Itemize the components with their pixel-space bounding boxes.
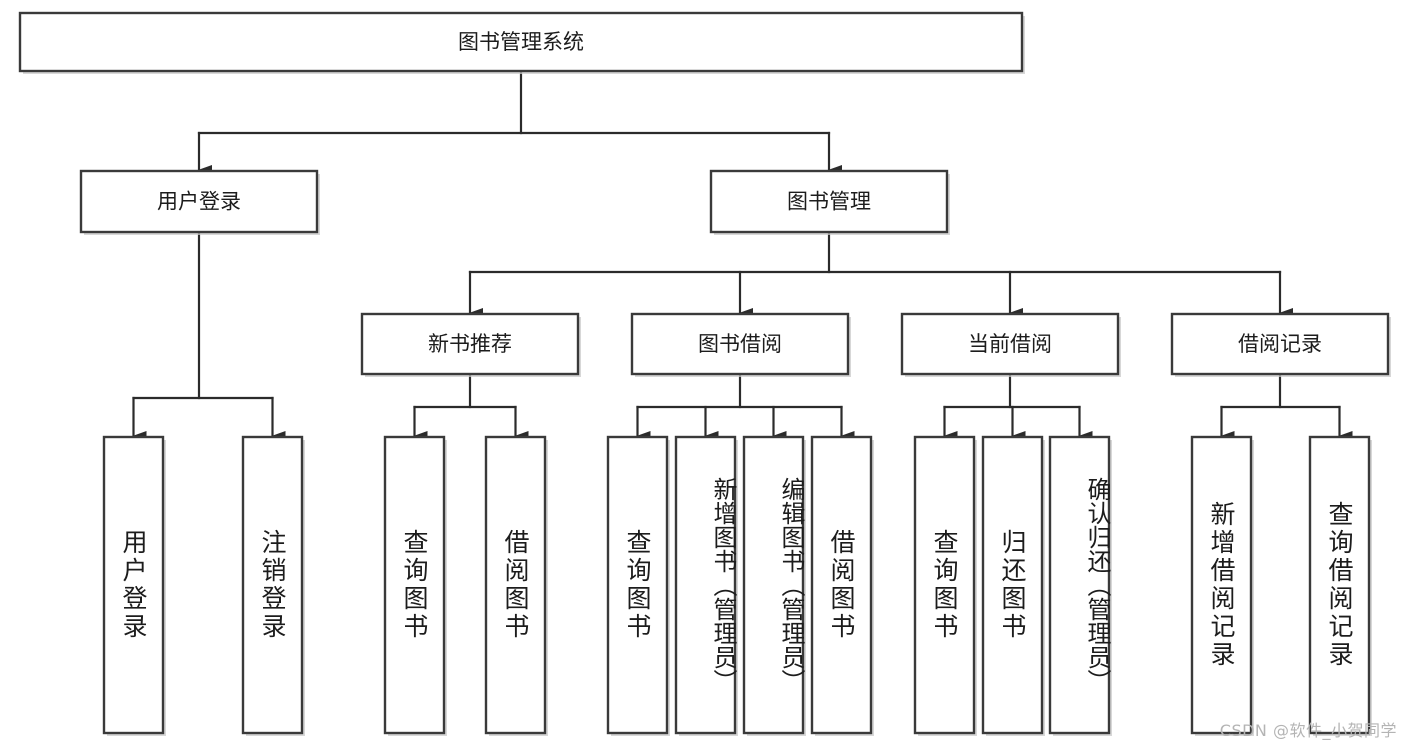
node-leaf-confirm-return[interactable] (1048, 435, 1111, 735)
node-root-label: 图书管理系统 (458, 30, 584, 54)
edges-layer (132, 69, 1353, 441)
node-leaf-return-book[interactable] (981, 435, 1044, 735)
node-new-book-recommend-label: 新书推荐 (428, 332, 512, 356)
node-leaf-add-book[interactable] (674, 435, 737, 735)
nodes-layer (18, 11, 1390, 735)
node-leaf-user-login[interactable] (102, 435, 165, 735)
node-borrow-record[interactable] (1170, 312, 1390, 376)
node-leaf-borrow-book-rec[interactable] (484, 435, 547, 735)
node-book-borrow-label: 图书借阅 (698, 332, 782, 356)
node-borrow-record-label: 借阅记录 (1238, 332, 1322, 356)
node-user-login-label: 用户登录 (157, 190, 241, 214)
node-root[interactable] (18, 11, 1024, 73)
node-book-borrow[interactable] (630, 312, 850, 376)
node-leaf-borrow-book[interactable] (810, 435, 873, 735)
node-leaf-query-record[interactable] (1308, 435, 1371, 735)
node-new-book-recommend[interactable] (360, 312, 580, 376)
node-user-login[interactable] (79, 169, 319, 234)
node-leaf-logout[interactable] (241, 435, 304, 735)
node-leaf-query-book-borrow[interactable] (606, 435, 669, 735)
node-book-manage[interactable] (709, 169, 949, 234)
node-leaf-query-book-rec[interactable] (383, 435, 446, 735)
node-book-manage-label: 图书管理 (787, 190, 871, 214)
node-leaf-edit-book[interactable] (742, 435, 805, 735)
csdn-watermark: CSDN @软件_小贺同学 (1219, 721, 1397, 740)
node-leaf-query-book-cur[interactable] (913, 435, 976, 735)
node-leaf-add-record[interactable] (1190, 435, 1253, 735)
node-current-borrow-label: 当前借阅 (968, 332, 1052, 356)
node-current-borrow[interactable] (900, 312, 1120, 376)
